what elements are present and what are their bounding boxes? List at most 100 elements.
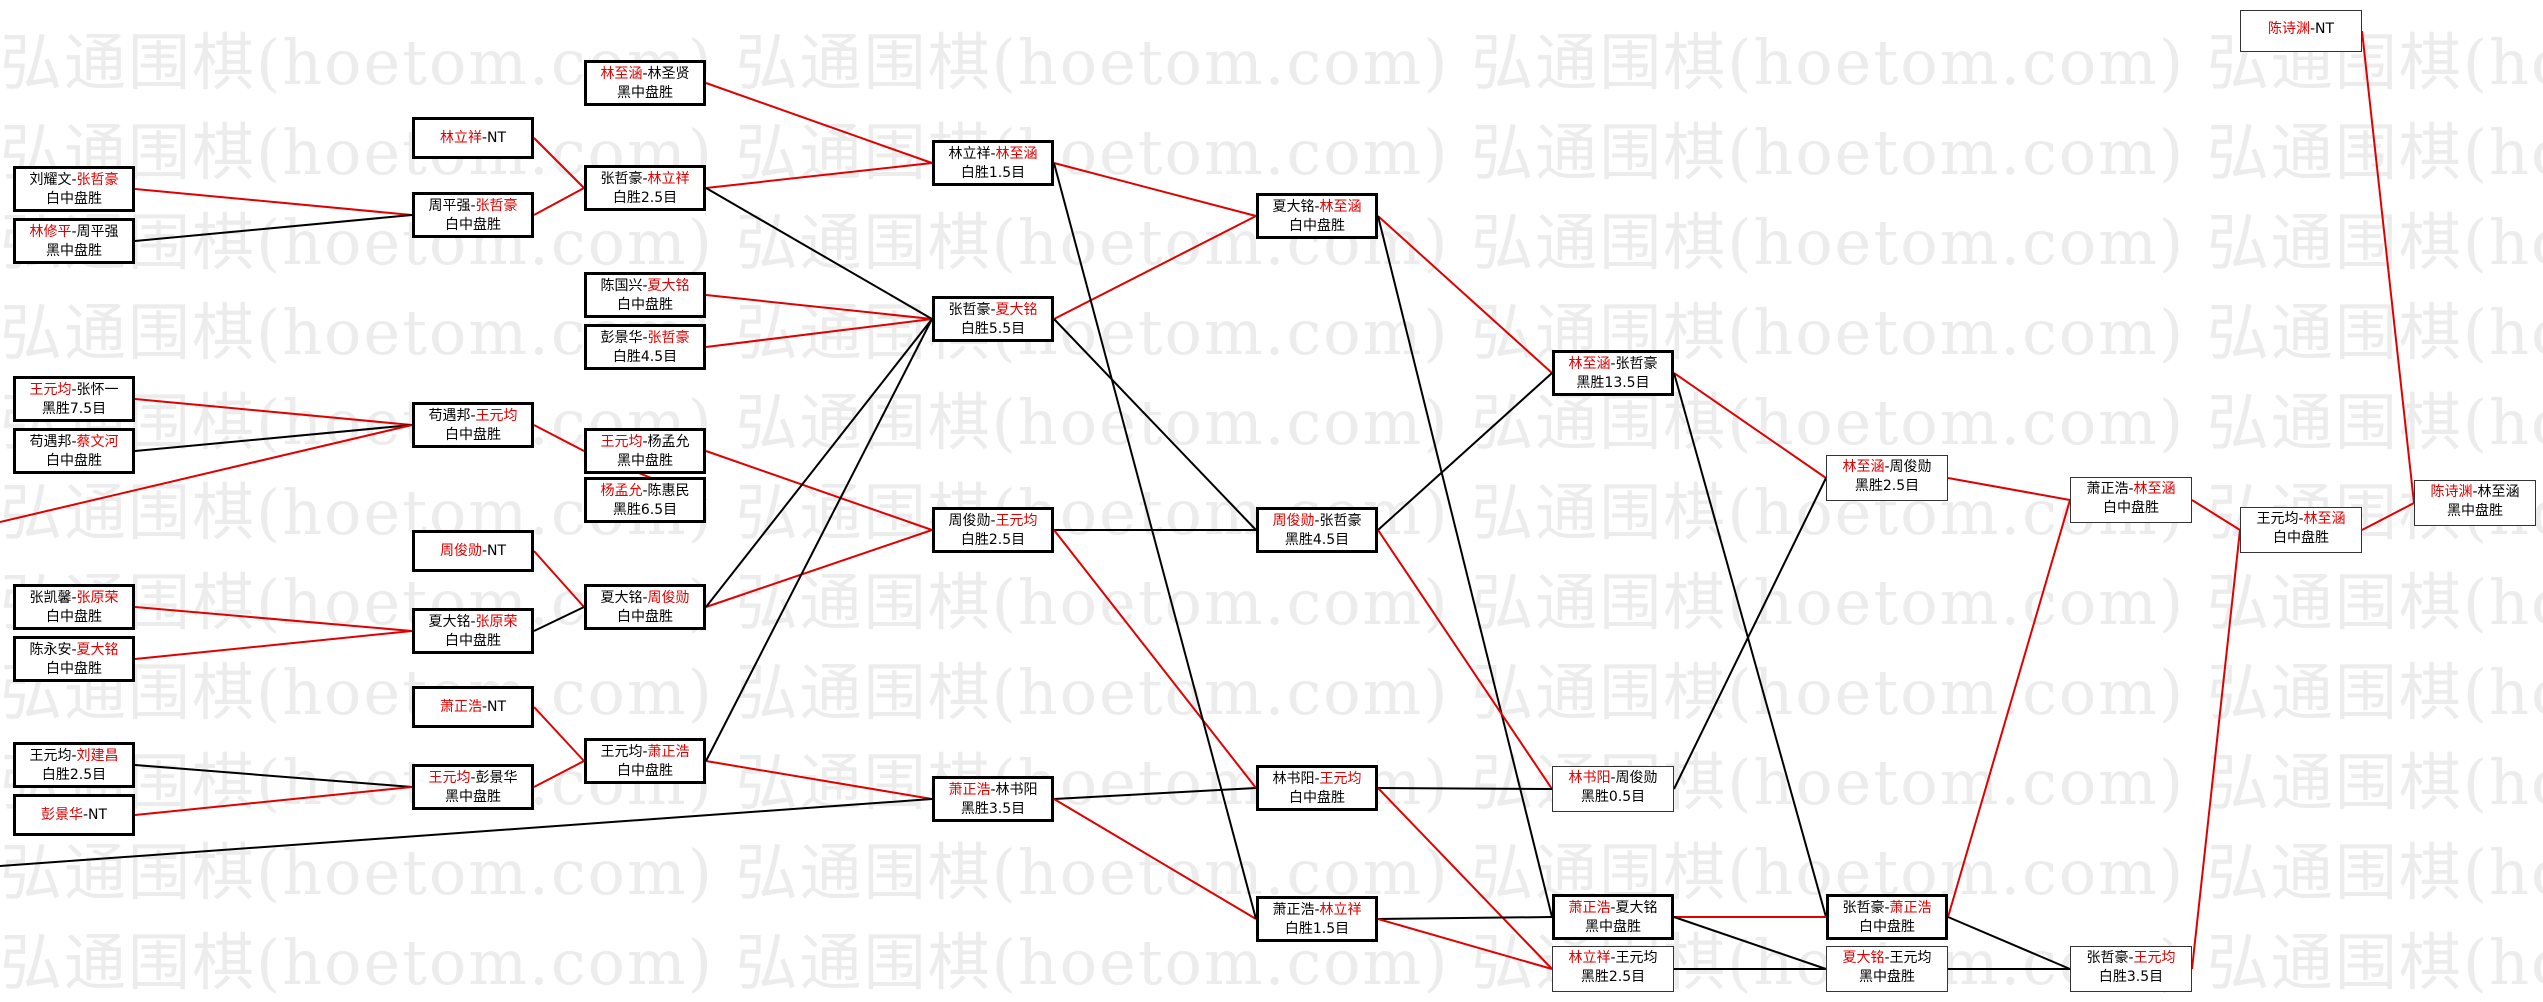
match-players: 夏大铭-张原荣 — [415, 613, 531, 632]
player-black: 周平强 — [428, 198, 471, 214]
player-black: 林立祥 — [1568, 950, 1611, 966]
vs-dash: - — [1610, 900, 1616, 916]
bracket-line — [1053, 318, 1257, 531]
vs-dash: - — [71, 748, 77, 764]
vs-dash: - — [1314, 199, 1320, 215]
match-result: 白中盘胜 — [46, 191, 102, 207]
bracket-line — [1947, 916, 2071, 970]
vs-dash: - — [71, 590, 77, 606]
vs-dash: - — [990, 302, 996, 318]
match-box: 苟遇邦-蔡文河白中盘胜 — [13, 428, 135, 474]
player-white: NT — [88, 807, 108, 823]
vs-dash: - — [1610, 770, 1616, 786]
player-black: 林修平 — [29, 224, 72, 240]
match-result: 白中盘胜 — [445, 633, 501, 649]
player-black: 张凯馨 — [29, 590, 72, 606]
player-white: 王元均 — [475, 408, 518, 424]
player-white: 张哲豪 — [475, 198, 518, 214]
match-result: 白中盘胜 — [46, 609, 102, 625]
vs-dash: - — [2472, 484, 2478, 500]
match-players: 周俊勋-NT — [415, 542, 531, 561]
vs-dash: - — [1314, 513, 1320, 529]
bracket-line — [533, 550, 585, 608]
player-white: 张哲豪 — [76, 172, 119, 188]
match-players: 萧正浩-夏大铭 — [1555, 899, 1671, 918]
player-black: 张哲豪 — [2086, 950, 2129, 966]
bracket-line — [2361, 502, 2415, 531]
match-players: 彭景华-张哲豪 — [587, 329, 703, 348]
match-players: 王元均-萧正浩 — [587, 743, 703, 762]
match-result: 白中盘胜 — [617, 297, 673, 313]
vs-dash: - — [1884, 900, 1890, 916]
player-black: 夏大铭 — [600, 590, 643, 606]
vs-dash: - — [1884, 459, 1890, 475]
bracket-line — [1377, 215, 1553, 374]
bracket-line — [1377, 916, 1553, 920]
player-white: NT — [487, 130, 507, 146]
player-black: 陈永安 — [29, 642, 72, 658]
player-black: 苟遇邦 — [29, 434, 72, 450]
bracket-line — [705, 294, 933, 320]
bracket-line — [705, 450, 933, 531]
vs-dash: - — [470, 408, 476, 424]
vs-dash: - — [2128, 481, 2134, 497]
match-result: 白胜2.5目 — [960, 532, 1026, 548]
player-white: 王元均 — [1319, 771, 1362, 787]
match-result: 白中盘胜 — [1289, 218, 1345, 234]
match-players: 刘耀文-张哲豪 — [16, 171, 132, 190]
match-players: 萧正浩-林立祥 — [1259, 901, 1375, 920]
match-box: 周俊勋-NT — [412, 530, 534, 572]
match-players: 夏大铭-林至涵 — [1259, 198, 1375, 217]
match-box: 周俊勋-王元均白胜2.5目 — [932, 507, 1054, 553]
match-players: 林立祥-林至涵 — [935, 145, 1051, 164]
bracket-line — [1673, 372, 1827, 918]
match-result: 白胜1.5目 — [1284, 921, 1350, 937]
vs-dash: - — [642, 590, 648, 606]
match-players: 萧正浩-林至涵 — [2071, 480, 2191, 499]
player-white: 王元均 — [2133, 950, 2176, 966]
match-box: 萧正浩-林立祥白胜1.5目 — [1256, 896, 1378, 942]
vs-dash: - — [71, 224, 77, 240]
bracket-line — [705, 187, 933, 320]
bracket-line — [705, 529, 933, 608]
player-black: 夏大铭 — [428, 614, 471, 630]
vs-dash: - — [71, 642, 77, 658]
match-players: 王元均-刘建昌 — [16, 747, 132, 766]
match-box: 陈永安-夏大铭白中盘胜 — [13, 636, 135, 682]
match-box: 陈诗渊-林至涵黑中盘胜 — [2414, 480, 2536, 526]
player-white: 萧正浩 — [647, 744, 690, 760]
match-box: 林立祥-林至涵白胜1.5目 — [932, 140, 1054, 186]
match-box: 刘耀文-张哲豪白中盘胜 — [13, 166, 135, 212]
match-result: 黑胜2.5目 — [1580, 969, 1646, 985]
match-result: 白中盘胜 — [445, 427, 501, 443]
match-box: 林立祥-王元均黑胜2.5目 — [1552, 946, 1674, 992]
match-box: 周平强-张哲豪白中盘胜 — [412, 192, 534, 238]
match-box: 王元均-林至涵白中盘胜 — [2240, 507, 2362, 553]
match-result: 黑胜4.5目 — [1284, 532, 1350, 548]
player-white: 林至涵 — [1319, 199, 1362, 215]
match-box: 彭景华-NT — [13, 794, 135, 836]
match-players: 林至涵-周俊勋 — [1827, 458, 1947, 477]
player-black: 王元均 — [29, 748, 72, 764]
match-box: 王元均-杨孟允黑中盘胜 — [584, 428, 706, 474]
vs-dash: - — [990, 782, 996, 798]
bracket-line — [705, 318, 933, 608]
vs-dash: - — [642, 66, 648, 82]
bracket-line — [1053, 215, 1257, 320]
bracket-line — [533, 137, 585, 189]
match-box: 林修平-周平强黑中盘胜 — [13, 218, 135, 264]
player-white: 张哲豪 — [647, 330, 690, 346]
player-white: 张原荣 — [475, 614, 518, 630]
match-result: 黑中盘胜 — [2447, 503, 2503, 519]
match-result: 白中盘胜 — [617, 763, 673, 779]
match-players: 张哲豪-夏大铭 — [935, 301, 1051, 320]
vs-dash: - — [642, 744, 648, 760]
vs-dash: - — [470, 770, 476, 786]
player-white: 林圣贤 — [647, 66, 690, 82]
match-box: 陈诗渊-NT — [2240, 10, 2362, 52]
vs-dash: - — [470, 614, 476, 630]
player-black: 杨孟允 — [600, 483, 643, 499]
player-black: 萧正浩 — [2086, 481, 2129, 497]
player-white: 周俊勋 — [647, 590, 690, 606]
match-result: 黑中盘胜 — [46, 243, 102, 259]
